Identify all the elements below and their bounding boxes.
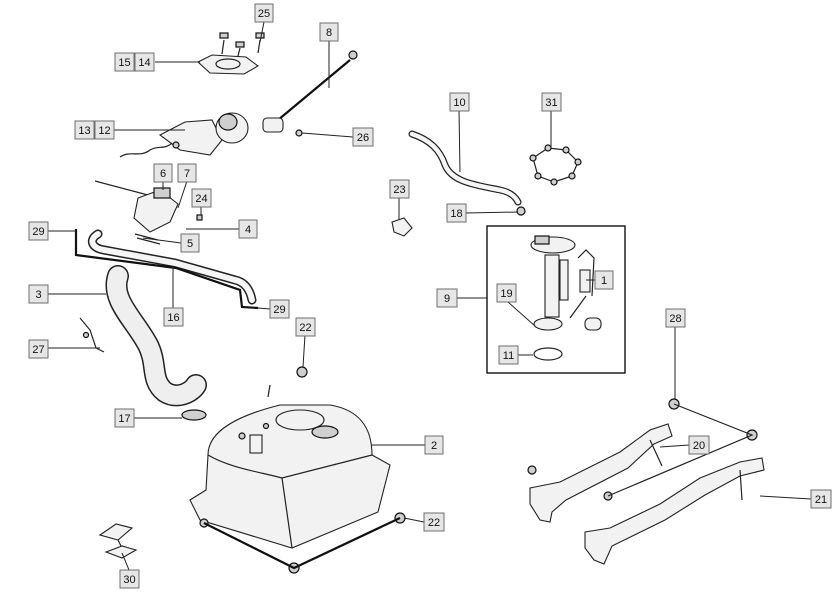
callout-24: 24: [191, 188, 212, 208]
callout-22-top: 22: [295, 317, 316, 337]
svg-text:26: 26: [357, 132, 369, 144]
svg-text:12: 12: [98, 125, 110, 137]
svg-text:13: 13: [78, 125, 90, 137]
callout-12: 12: [94, 120, 115, 140]
svg-text:3: 3: [35, 289, 41, 301]
svg-text:29: 29: [32, 226, 44, 238]
cable-part: [262, 50, 358, 137]
callout-11: 11: [498, 345, 519, 365]
svg-text:16: 16: [167, 312, 179, 324]
svg-text:8: 8: [326, 27, 332, 39]
callout-16: 16: [163, 307, 184, 327]
svg-text:14: 14: [138, 57, 150, 69]
svg-text:4: 4: [245, 224, 251, 236]
frame-rails-part: [527, 398, 765, 565]
svg-text:15: 15: [118, 57, 130, 69]
callout-22-bottom: 22: [423, 512, 445, 532]
callout-8: 8: [319, 22, 339, 42]
strap-clip-part: [98, 523, 138, 559]
callout-17: 17: [114, 408, 135, 428]
fuel-tank-part: [189, 384, 406, 574]
svg-text:1: 1: [601, 275, 607, 287]
svg-text:31: 31: [545, 97, 557, 109]
svg-text:22: 22: [428, 517, 440, 529]
callout-10: 10: [449, 92, 470, 112]
clip-part: [391, 217, 413, 237]
svg-text:27: 27: [32, 344, 44, 356]
svg-text:28: 28: [669, 313, 681, 325]
svg-text:30: 30: [123, 574, 135, 586]
callout-15: 15: [114, 52, 135, 72]
locking-ring-part: [529, 144, 582, 186]
callout-31: 31: [541, 92, 562, 112]
callout-28: 28: [665, 308, 686, 328]
filler-flange-part: [197, 54, 259, 75]
svg-text:9: 9: [444, 293, 450, 305]
nut-part: [296, 366, 308, 378]
callout-27: 27: [28, 339, 49, 359]
svg-text:10: 10: [453, 97, 465, 109]
vent-hose-part: [408, 130, 526, 216]
svg-text:2: 2: [431, 440, 437, 452]
callout-9: 9: [436, 288, 458, 308]
filler-cap-part: [119, 112, 249, 158]
callout-21: 21: [810, 489, 832, 509]
callout-13: 13: [74, 120, 95, 140]
callout-5: 5: [180, 233, 200, 253]
svg-text:19: 19: [500, 288, 512, 300]
svg-text:17: 17: [118, 413, 130, 425]
svg-text:11: 11: [503, 350, 514, 362]
svg-text:18: 18: [450, 208, 462, 220]
callout-2: 2: [424, 435, 444, 455]
filler-neck-part: [94, 180, 203, 245]
bracket-part: [79, 317, 105, 353]
callout-29-top: 29: [28, 221, 49, 241]
callout-29-bottom: 29: [269, 299, 290, 319]
svg-text:25: 25: [258, 8, 270, 20]
callout-14: 14: [134, 52, 155, 72]
callout-7: 7: [177, 163, 197, 183]
callout-3: 3: [28, 284, 49, 304]
svg-text:29: 29: [273, 304, 285, 316]
svg-text:6: 6: [160, 168, 166, 180]
callout-6: 6: [153, 163, 173, 183]
callout-18: 18: [446, 203, 467, 223]
callout-19: 19: [496, 283, 517, 303]
svg-text:24: 24: [195, 193, 207, 205]
svg-text:21: 21: [815, 494, 827, 506]
svg-text:5: 5: [187, 238, 193, 250]
callout-25: 25: [254, 3, 274, 23]
callout-23: 23: [389, 179, 410, 199]
callout-20: 20: [688, 435, 710, 455]
svg-text:20: 20: [693, 440, 705, 452]
leader-lines: [48, 21, 812, 571]
vent-tube-part: [74, 229, 259, 310]
svg-text:22: 22: [299, 322, 311, 334]
svg-text:23: 23: [393, 184, 405, 196]
filler-hose-part: [105, 265, 207, 421]
callout-4: 4: [238, 219, 258, 239]
svg-text:7: 7: [184, 168, 190, 180]
callout-26: 26: [352, 127, 374, 147]
callout-30: 30: [119, 569, 140, 589]
callout-1: 1: [594, 270, 614, 290]
screws-part: [219, 32, 265, 61]
